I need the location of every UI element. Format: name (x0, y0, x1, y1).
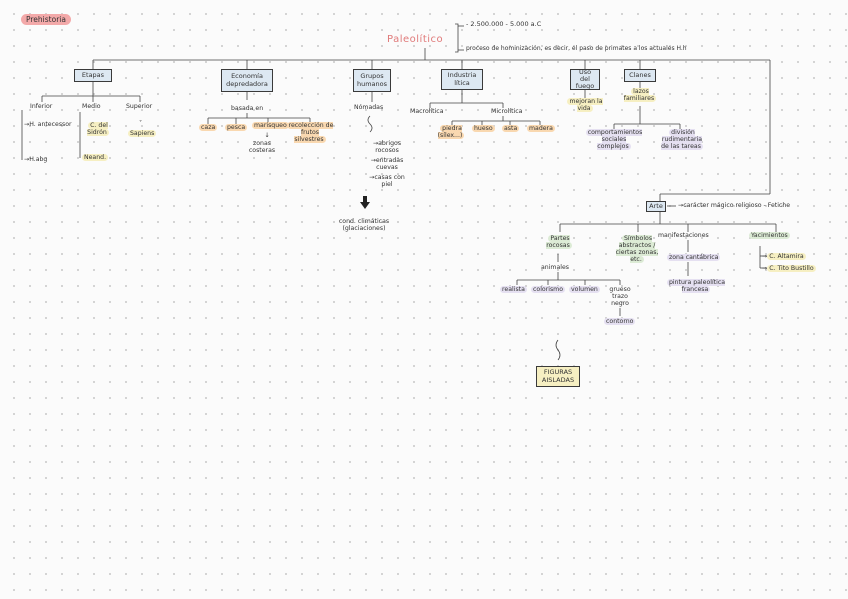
arte-estilo-volumen: volumen (569, 286, 600, 293)
etapas-medio-sub-text: C. del Sidrón (87, 122, 109, 137)
economia-item-marisqueo-text: marisqueo (252, 122, 289, 129)
down-arrow-icon (360, 202, 370, 209)
arte-estilo-volumen-text: volumen (569, 286, 600, 293)
arte-estilo-colorismo-text: colorismo (531, 286, 565, 293)
etapas-superior: Superior (126, 103, 153, 110)
arte-zona-text: zona cantábrica (667, 254, 721, 261)
clanes-sub: lazos familiares (622, 88, 658, 103)
economia-basada: basada en (231, 105, 264, 112)
industria-item-asta-text: asta (502, 125, 520, 132)
industria-item-hueso-text: hueso (472, 125, 495, 132)
etapas-superior-sub-text: Sapiens (128, 130, 157, 137)
down-arrow-stem (363, 196, 367, 203)
etapas-medio-sub2-text: Neand. (82, 154, 109, 161)
root-note-dates: - 2.500.000 - 5.000 a.C (466, 20, 542, 28)
economia-item-caza-text: caza (199, 124, 218, 131)
arte-estilo-realista-text: realista (500, 286, 527, 293)
industria-mayor: Macrolítica (410, 108, 444, 115)
arte-partes: Partes rocosas (536, 235, 582, 250)
etapas-inferior-sub-text: H. antecessor (29, 121, 72, 128)
industria-pequena: Microlítica (491, 108, 523, 115)
arte-simbolos: Símbolos abstractos / ciertas zonas, etc… (608, 235, 666, 264)
etapas-box: Etapas (74, 69, 112, 82)
clanes-div-text: división rudimentaria de las tareas (661, 129, 703, 151)
arte-manifestaciones: manifestaciones (658, 232, 709, 239)
page-label: Prehistoria (21, 14, 71, 25)
arte-figuras-box: FIGURAS AISLADAS (536, 366, 580, 387)
arte-partes-text: Partes rocosas (546, 235, 572, 250)
arte-estilo-trazo: grueso trazo negro (609, 286, 631, 308)
clanes-sub-text: lazos familiares (623, 88, 657, 103)
grupos-item-casas-text: casas con piel (374, 174, 405, 189)
grupos-conclusion: cond. climáticas (glaciaciones) (338, 218, 390, 233)
arte-pintura: pintura paleolítica francesa (660, 279, 732, 294)
etapas-superior-sub: Sapiens (128, 130, 157, 137)
industria-item-madera: madera (527, 125, 555, 132)
arte-estilo-colorismo: colorismo (531, 286, 565, 293)
economia-marisqueo-arrow: ↓ (264, 132, 270, 139)
grupos-box: Grupos humanos (353, 69, 391, 92)
arte-caracter: →carácter mágico religioso - Fetiche (678, 202, 791, 209)
grupos-item-casas: →casas con piel (369, 174, 405, 189)
arte-estilo-realista: realista (500, 286, 527, 293)
industria-box: Industria lítica (441, 69, 483, 90)
industria-item-hueso: hueso (472, 125, 495, 132)
grupos-item-abrigos-text: abrigos rocosos (375, 140, 402, 155)
arte-contorno-text: contorno (604, 318, 636, 325)
industria-item-piedra-text: piedra (sílex...) (437, 125, 465, 140)
economia-item-pesca: pesca (225, 124, 248, 131)
economia-item-marisqueo: marisqueo (252, 122, 289, 129)
arte-zona: zona cantábrica (667, 254, 721, 261)
root-title: Paleolítico (387, 34, 444, 45)
arte-yacimientos-text: Yacimientos (749, 232, 790, 239)
arte-yacimiento-1: →C. Altamira (762, 253, 806, 260)
industria-item-piedra: piedra (sílex...) (436, 125, 466, 140)
etapas-medio: Medio (82, 103, 101, 110)
etapas-inferior-sub2: →H.abg (24, 156, 48, 163)
arte-animales: animales (541, 264, 570, 271)
fuego-box: Uso del fuego (570, 68, 600, 90)
etapas-inferior-sub2-text: H.abg (29, 156, 48, 163)
clanes-comp-text: comportamientos sociales complejos (585, 129, 643, 151)
arte-yacimiento-2: →C. Tito Bustillo (762, 265, 816, 272)
etapas-superior-arrow: ˅ (139, 120, 143, 127)
clanes-comp: comportamientos sociales complejos (584, 129, 644, 151)
economia-item-recoleccion-text: recolección de frutos silvestres (286, 122, 334, 144)
arte-yacimiento-2-text: C. Tito Bustillo (767, 265, 816, 272)
economia-item-pesca-text: pesca (225, 124, 248, 131)
etapas-medio-sub: C. del Sidrón (84, 122, 112, 137)
economia-item-recoleccion: recolección de frutos silvestres (286, 122, 334, 144)
etapas-medio-sub2: Neand. (82, 154, 109, 161)
economia-marisqueo-sub: zonas costeras (248, 140, 276, 155)
industria-item-madera-text: madera (527, 125, 555, 132)
arte-contorno: contorno (604, 318, 636, 325)
grupos-item-cuevas: →entradas cuevas (370, 157, 404, 172)
economia-box: Economía depredadora (221, 69, 273, 92)
grupos-nomadas: Nómadas (354, 104, 384, 111)
arte-simbolos-text: Símbolos abstractos / ciertas zonas, etc… (615, 235, 659, 264)
arte-pintura-text: pintura paleolítica francesa (666, 279, 726, 294)
root-note-process: proceso de hominización, es decir, el pa… (466, 45, 687, 52)
fuego-sub: mejoran la vida (563, 98, 607, 113)
grupos-item-abrigos: →abrigos rocosos (372, 140, 402, 155)
arte-box: Arte (646, 201, 666, 212)
industria-item-asta: asta (502, 125, 520, 132)
grupos-item-cuevas-text: entradas cuevas (375, 157, 404, 172)
page-label-text: Prehistoria (21, 14, 71, 25)
etapas-inferior: Inferior (30, 103, 53, 110)
arte-yacimiento-1-text: C. Altamira (767, 253, 806, 260)
arte-yacimientos: Yacimientos (749, 232, 790, 239)
clanes-box: Clanes (624, 69, 656, 82)
etapas-inferior-sub: →H. antecessor (24, 121, 72, 128)
economia-item-caza: caza (199, 124, 218, 131)
fuego-sub-text: mejoran la vida (567, 98, 603, 113)
clanes-div: división rudimentaria de las tareas (660, 129, 704, 151)
arte-caracter-text: carácter mágico religioso - Fetiche (683, 202, 791, 209)
